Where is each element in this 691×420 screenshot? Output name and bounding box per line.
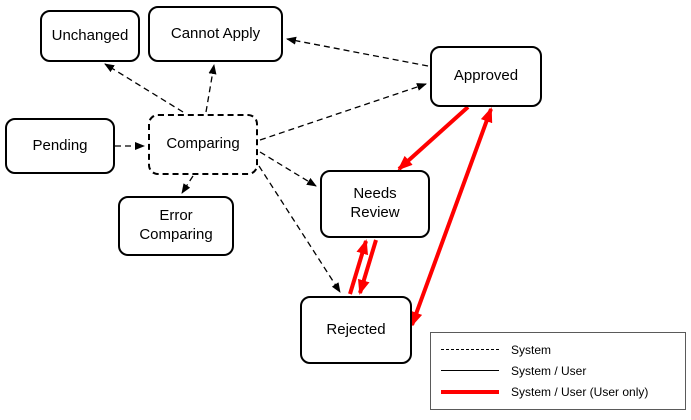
legend-row-system-user: System / User bbox=[441, 362, 675, 380]
node-cannot-apply: Cannot Apply bbox=[148, 6, 283, 62]
edge-rejected-to-approved bbox=[410, 107, 493, 327]
legend: System System / User System / User (User… bbox=[430, 332, 686, 410]
edge-approved-to-cannot-apply bbox=[286, 36, 429, 67]
node-needs-review: Needs Review bbox=[320, 170, 430, 238]
legend-row-user-only: System / User (User only) bbox=[441, 383, 675, 401]
edge-comparing-to-needs-review bbox=[259, 151, 317, 187]
node-pending: Pending bbox=[5, 118, 115, 174]
legend-label-system: System bbox=[511, 342, 552, 357]
node-pending-label: Pending bbox=[32, 136, 88, 154]
legend-label-user-only: System / User (User only) bbox=[511, 385, 649, 400]
node-approved-label: Approved bbox=[453, 67, 519, 85]
edge-comparing-to-approved bbox=[259, 83, 427, 141]
solid-line-sample bbox=[441, 370, 499, 372]
node-rejected-label: Rejected bbox=[326, 320, 386, 338]
dashed-line-sample bbox=[441, 349, 499, 351]
edge-needs-review-to-rejected bbox=[358, 239, 378, 295]
edge-approved-to-needs-review bbox=[397, 105, 470, 171]
node-rejected: Rejected bbox=[300, 296, 412, 364]
node-unchanged: Unchanged bbox=[40, 10, 140, 62]
edge-comparing-to-error-comparing bbox=[181, 175, 194, 194]
node-approved: Approved bbox=[430, 46, 542, 107]
legend-label-system-user: System / User bbox=[511, 363, 587, 378]
edge-comparing-to-cannot-apply bbox=[205, 64, 217, 113]
node-comparing-label: Comparing bbox=[166, 135, 240, 153]
node-unchanged-label: Unchanged bbox=[51, 26, 129, 44]
red-thick-line-sample bbox=[441, 390, 499, 395]
node-needs-review-label: Needs Review bbox=[350, 185, 400, 221]
edge-comparing-to-unchanged bbox=[104, 63, 184, 113]
legend-row-system: System bbox=[441, 341, 675, 359]
node-error-comparing-label: Error Comparing bbox=[139, 207, 213, 243]
edge-comparing-to-rejected bbox=[258, 165, 341, 293]
edge-rejected-to-needs-review bbox=[348, 239, 368, 295]
node-comparing: Comparing bbox=[148, 114, 258, 175]
node-error-comparing: Error Comparing bbox=[118, 196, 234, 256]
node-cannot-apply-label: Cannot Apply bbox=[170, 24, 261, 42]
